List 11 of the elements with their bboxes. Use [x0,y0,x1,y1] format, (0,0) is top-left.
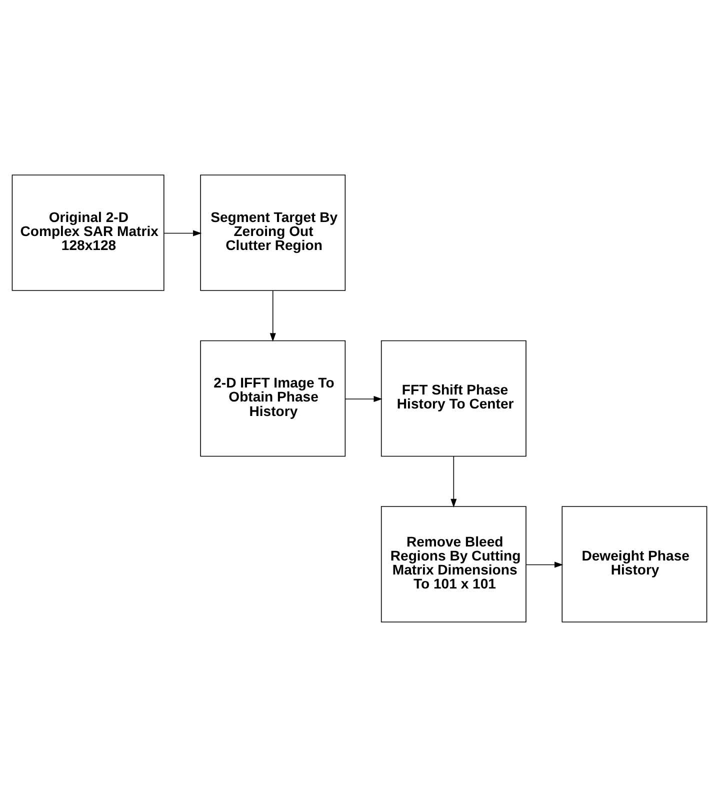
node-box: Original 2-D Complex SAR Matrix 128x128 [12,174,164,290]
node-box: Deweight Phase History [562,506,708,622]
arrow [526,561,564,568]
arrow [450,456,457,508]
arrow [344,395,382,402]
node-box: 2-D IFFT Image To Obtain Phase History [200,340,346,456]
node-box: FFT Shift Phase History To Center [380,340,526,456]
node-box: Segment Target By Zeroing Out Clutter Region [200,174,346,290]
arrow [164,230,202,236]
node-box: Remove Bleed Regions By Cutting Matrix Dimensions To 101 x 101 [380,506,526,622]
arrow [270,290,276,342]
